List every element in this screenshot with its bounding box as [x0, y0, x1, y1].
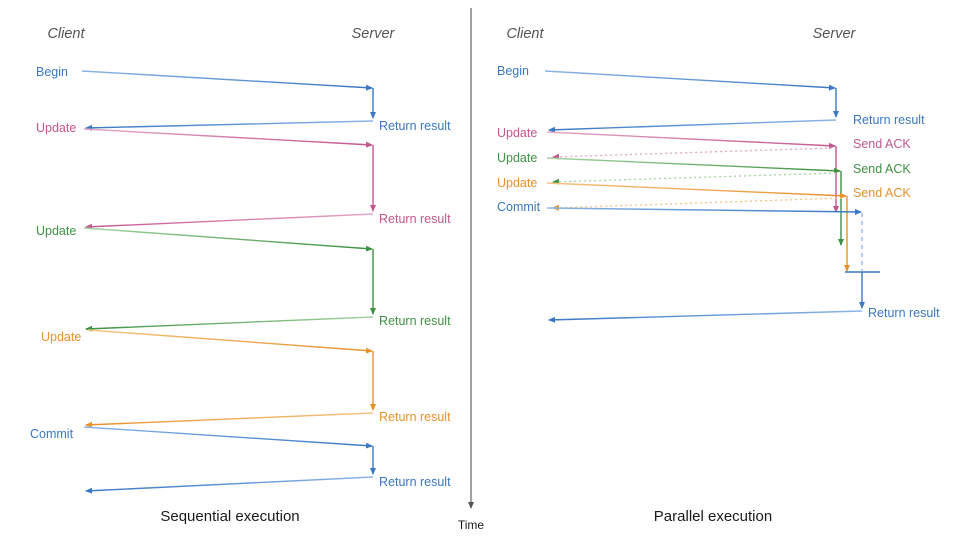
message-begin-sequential: Begin — [36, 65, 373, 91]
label-update-green: Update — [36, 224, 76, 238]
label-commit-parallel: Commit — [497, 200, 541, 214]
message-return-result-parallel-2: Return result — [548, 306, 940, 323]
label-begin-parallel: Begin — [497, 64, 529, 78]
arrow-update-pink — [83, 128, 373, 148]
arrow-update-orange-parallel — [546, 182, 847, 199]
message-return-result-1-sequential: Return result — [85, 119, 451, 133]
label-return-result-3: Return result — [379, 314, 451, 328]
label-send-ack-orange: Send ACK — [853, 186, 911, 200]
arrow-update-pink-parallel — [546, 131, 836, 149]
label-commit: Commit — [30, 427, 74, 441]
label-return-result-parallel-1: Return result — [853, 113, 925, 127]
label-update-pink: Update — [36, 121, 76, 135]
label-send-ack-pink: Send ACK — [853, 137, 911, 151]
label-update-green-parallel: Update — [497, 151, 537, 165]
message-send-ack-pink: Send ACK — [552, 137, 911, 160]
panel-parallel: Client Server Begin Return result Update… — [497, 26, 940, 525]
arrow-begin — [81, 70, 373, 91]
arrow-return-result-parallel-2 — [548, 310, 863, 323]
message-update-pink-sequential: Update — [36, 121, 373, 148]
label-return-result-parallel-2: Return result — [868, 306, 940, 320]
arrow-update-green — [83, 227, 373, 252]
time-axis: Time — [458, 8, 485, 532]
arrow-update-green-parallel — [546, 157, 841, 174]
message-return-result-2-sequential: Return result — [85, 212, 451, 230]
caption-parallel: Parallel execution — [654, 508, 772, 525]
arrow-return-result-parallel-1 — [548, 119, 837, 133]
label-update-pink-parallel: Update — [497, 126, 537, 140]
message-begin-parallel: Begin — [497, 64, 836, 91]
arrow-return-result-4 — [85, 412, 374, 428]
arrow-return-result-5 — [85, 476, 374, 494]
lane-title-client-parallel: Client — [506, 26, 544, 42]
message-commit-sequential: Commit — [30, 426, 373, 449]
label-return-result-4: Return result — [379, 410, 451, 424]
message-return-result-4-sequential: Return result — [85, 410, 451, 428]
arrow-send-ack-green — [552, 172, 837, 185]
caption-sequential: Sequential execution — [160, 508, 299, 525]
arrow-commit-parallel — [546, 207, 862, 215]
label-update-orange: Update — [41, 330, 81, 344]
panel-sequential: Client Server Begin Return result Update… — [30, 26, 451, 525]
label-return-result-1: Return result — [379, 119, 451, 133]
lane-title-client-sequential: Client — [47, 26, 85, 42]
arrow-commit — [83, 426, 373, 449]
arrow-return-result-3 — [85, 316, 374, 332]
label-update-orange-parallel: Update — [497, 176, 537, 190]
lane-title-server-parallel: Server — [813, 26, 857, 42]
arrow-return-result-1 — [85, 120, 374, 131]
message-update-green-parallel: Update — [497, 151, 841, 174]
message-update-orange-sequential: Update — [41, 329, 373, 354]
arrow-send-ack-orange — [552, 197, 843, 211]
message-update-orange-parallel: Update — [497, 176, 847, 199]
message-return-result-5-sequential: Return result — [85, 475, 451, 494]
arrow-return-result-2 — [85, 213, 374, 230]
arrow-begin-parallel — [544, 70, 836, 91]
message-send-ack-green: Send ACK — [552, 162, 911, 185]
time-axis-label: Time — [458, 518, 485, 532]
message-return-result-parallel-1: Return result — [548, 113, 925, 133]
message-send-ack-orange: Send ACK — [552, 186, 911, 211]
message-return-result-3-sequential: Return result — [85, 314, 451, 332]
label-return-result-2: Return result — [379, 212, 451, 226]
arrow-update-orange — [87, 329, 373, 354]
message-commit-parallel: Commit — [497, 200, 862, 215]
label-return-result-5: Return result — [379, 475, 451, 489]
arrow-send-ack-pink — [552, 147, 833, 160]
message-update-pink-parallel: Update — [497, 126, 836, 149]
lane-title-server-sequential: Server — [352, 26, 396, 42]
label-begin: Begin — [36, 65, 68, 79]
message-update-green-sequential: Update — [36, 224, 373, 252]
label-send-ack-green: Send ACK — [853, 162, 911, 176]
